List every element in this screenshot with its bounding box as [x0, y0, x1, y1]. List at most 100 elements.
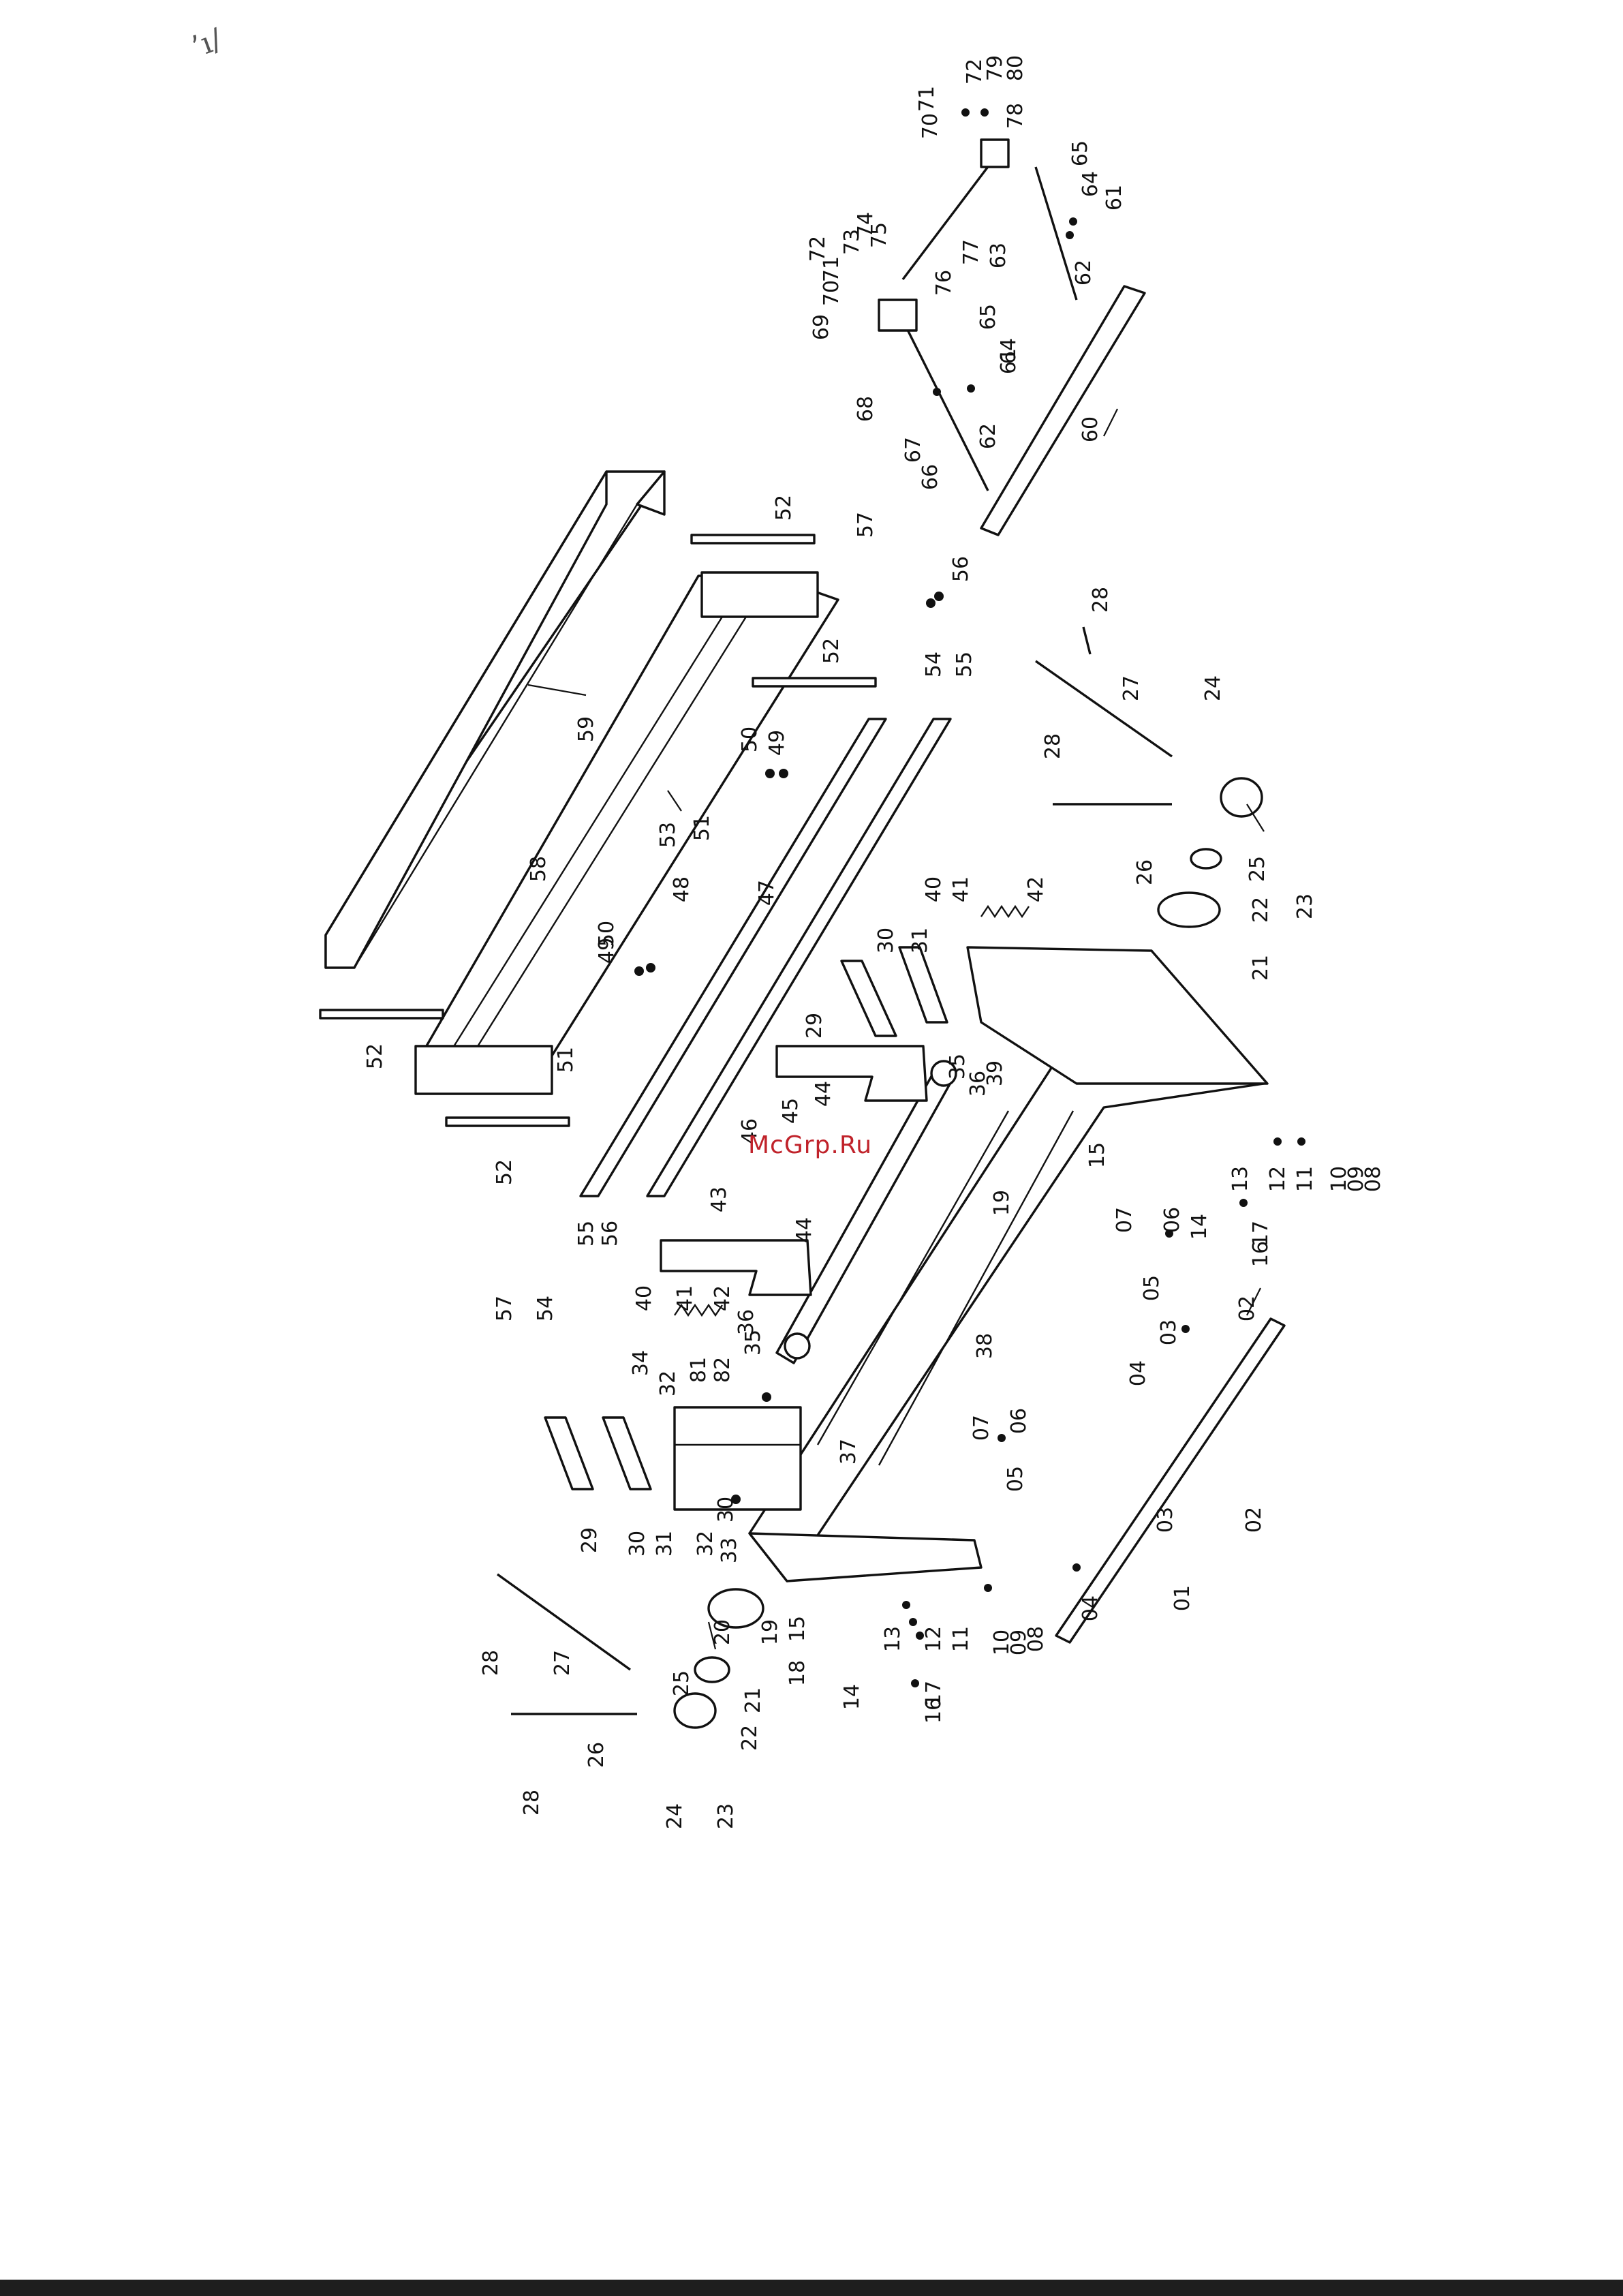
callout-label: 73 [840, 229, 864, 255]
callout-label: 29 [578, 1527, 602, 1553]
callout-label: 09 [1344, 1166, 1368, 1192]
callout-label: 31 [908, 928, 932, 953]
callout-label: 32 [656, 1371, 680, 1396]
callout-label: 52 [820, 638, 844, 664]
callout-label: 59 [574, 716, 598, 742]
callout-label: 13 [1228, 1166, 1252, 1192]
callout-label: 77 [959, 239, 983, 265]
callout-label: 36 [735, 1309, 758, 1335]
callout-label: 70 [918, 113, 942, 139]
part-37-end-box [673, 1406, 802, 1511]
part-21-27-left-handle [497, 1573, 764, 1729]
callout-label: 20 [711, 1619, 735, 1645]
callout-label: 10 [1327, 1166, 1351, 1192]
callout-label: 35 [946, 1054, 970, 1080]
callout-label: 41 [673, 1285, 697, 1311]
callout-label: 40 [922, 876, 946, 902]
callout-label: 46 [738, 1118, 762, 1144]
callout-label: 28 [479, 1650, 503, 1676]
callout-label: 23 [714, 1803, 738, 1829]
callout-label: 44 [812, 1081, 835, 1107]
callout-label: 16 [1249, 1241, 1273, 1267]
callout-label: 12 [922, 1626, 946, 1652]
callout-label: 36 [966, 1071, 990, 1097]
part-42-springs [674, 904, 1030, 1317]
callout-label: 30 [874, 928, 898, 953]
callout-label: 10 [990, 1629, 1014, 1655]
callout-label: 19 [758, 1619, 782, 1645]
callout-label: 05 [1004, 1466, 1027, 1492]
callout-label: 67 [901, 437, 925, 463]
callout-label: 09 [1007, 1629, 1031, 1655]
part-38-main-frame [748, 946, 1269, 1582]
callout-label: 04 [1126, 1360, 1150, 1386]
callout-label: 50 [738, 726, 762, 752]
part-52-strips [319, 534, 877, 1127]
part-60-right-rail [980, 285, 1146, 536]
callout-label: 22 [738, 1725, 762, 1751]
callout-label: 51 [690, 815, 714, 841]
part-29-31-pads [544, 946, 948, 1490]
callout-label: 14 [840, 1684, 864, 1710]
callout-label: 24 [1201, 675, 1225, 701]
callout-label: 33 [717, 1537, 741, 1563]
callout-label: 29 [803, 1013, 826, 1039]
callout-label: 23 [1293, 893, 1317, 919]
callout-label: 54 [922, 652, 946, 677]
callout-label: 41 [949, 876, 973, 902]
callout-label: 55 [574, 1221, 598, 1246]
callout-label: 11 [1293, 1166, 1317, 1192]
part-59-angle-cover [324, 470, 666, 969]
callout-label: 72 [963, 59, 987, 85]
callout-label: 69 [809, 314, 833, 340]
callout-label: 81 [687, 1357, 711, 1383]
part-21-27-right-handle [1035, 626, 1263, 928]
callout-label: 71 [820, 256, 844, 282]
callout-label: 57 [854, 512, 878, 538]
callout-label: 11 [949, 1626, 973, 1652]
callout-label: 64 [997, 338, 1021, 364]
callout-label: 30 [714, 1497, 738, 1522]
callout-label: 35 [741, 1330, 765, 1356]
callout-label: 19 [990, 1190, 1014, 1216]
callout-label: 02 [1242, 1507, 1266, 1533]
callout-label: 18 [786, 1660, 809, 1686]
callout-label: 57 [493, 1296, 516, 1321]
part-44-brackets [660, 1045, 928, 1296]
callout-label: 79 [983, 55, 1007, 81]
callout-label: 70 [820, 280, 844, 306]
callout-label: 17 [1249, 1221, 1273, 1246]
callout-label: 13 [881, 1626, 905, 1652]
callout-label: 72 [806, 236, 830, 262]
callout-label: 66 [918, 464, 942, 490]
callout-label: 30 [625, 1531, 649, 1557]
callout-label: 17 [922, 1681, 946, 1706]
callout-label: 58 [527, 856, 551, 882]
leader-lines [527, 408, 1265, 1650]
callout-label: 40 [632, 1285, 656, 1311]
callout-label: 48 [670, 876, 694, 902]
callout-label: 34 [629, 1350, 653, 1376]
callout-label: 65 [1068, 140, 1092, 166]
callout-label: 06 [1160, 1207, 1184, 1233]
callout-label: 49 [595, 938, 619, 964]
callout-label: 25 [670, 1670, 694, 1696]
callout-label: 03 [1154, 1507, 1177, 1533]
callout-label: 05 [1140, 1275, 1164, 1301]
callout-label: 55 [953, 652, 976, 677]
callout-label: 26 [1133, 859, 1157, 885]
callout-label: 27 [1119, 675, 1143, 701]
callout-label: 60 [1079, 416, 1102, 442]
callout-label: 16 [922, 1698, 946, 1724]
callout-label: 08 [1024, 1626, 1048, 1652]
callout-label: 62 [1072, 260, 1096, 286]
callout-label: 37 [837, 1439, 861, 1465]
callout-label: 24 [663, 1803, 687, 1829]
callout-label: 54 [534, 1296, 557, 1321]
callout-label: 64 [1079, 171, 1102, 197]
callout-label: 27 [551, 1650, 574, 1676]
part-53-upper-beam [414, 571, 839, 1095]
callout-label: 25 [1246, 856, 1269, 882]
callout-label: 56 [598, 1221, 622, 1246]
